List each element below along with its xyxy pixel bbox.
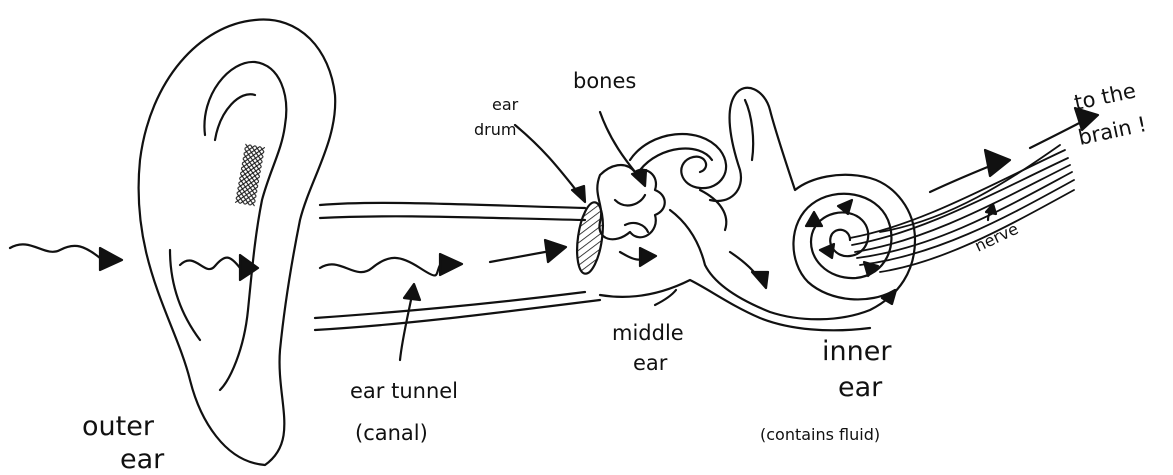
sound-wave-incoming [10, 244, 100, 258]
label-ear-tunnel-line2: (canal) [355, 421, 428, 445]
outer-ear-outline [139, 20, 336, 465]
label-middle-ear-line1: middle [612, 321, 684, 345]
canal-wall-upper [320, 203, 585, 208]
ossicles [597, 165, 664, 239]
label-outer-ear-line2: ear [120, 444, 165, 475]
sound-arrow-3 [440, 254, 462, 275]
canal-wall-lower [315, 292, 585, 318]
sound-wave-canal [320, 258, 440, 276]
label-ear-tunnel-line1: ear tunnel [350, 379, 458, 403]
label-inner-ear-line2: ear [838, 372, 883, 403]
label-outer-ear-line1: outer [82, 411, 155, 442]
outer-ear-shading [235, 144, 265, 207]
label-nerve: nerve [972, 219, 1022, 256]
label-middle-ear-line2: ear [633, 351, 668, 375]
label-inner-ear-line1: inner [822, 336, 892, 367]
label-to-the-brain-line1: to the [1072, 78, 1138, 114]
label-ear-drum-line1: ear [492, 95, 519, 114]
label-ear-drum-line2: drum [474, 120, 516, 139]
auditory-nerve [850, 145, 1074, 272]
sound-arrow-2 [240, 255, 258, 280]
sound-wave-ear [180, 258, 240, 269]
inner-ear-housing [670, 88, 915, 319]
sound-arrow-4 [545, 240, 566, 262]
outer-ear-inner-fold [204, 62, 286, 390]
label-contains-fluid: (contains fluid) [760, 425, 880, 444]
label-bones: bones [573, 69, 636, 93]
sound-arrow-1 [100, 248, 122, 270]
